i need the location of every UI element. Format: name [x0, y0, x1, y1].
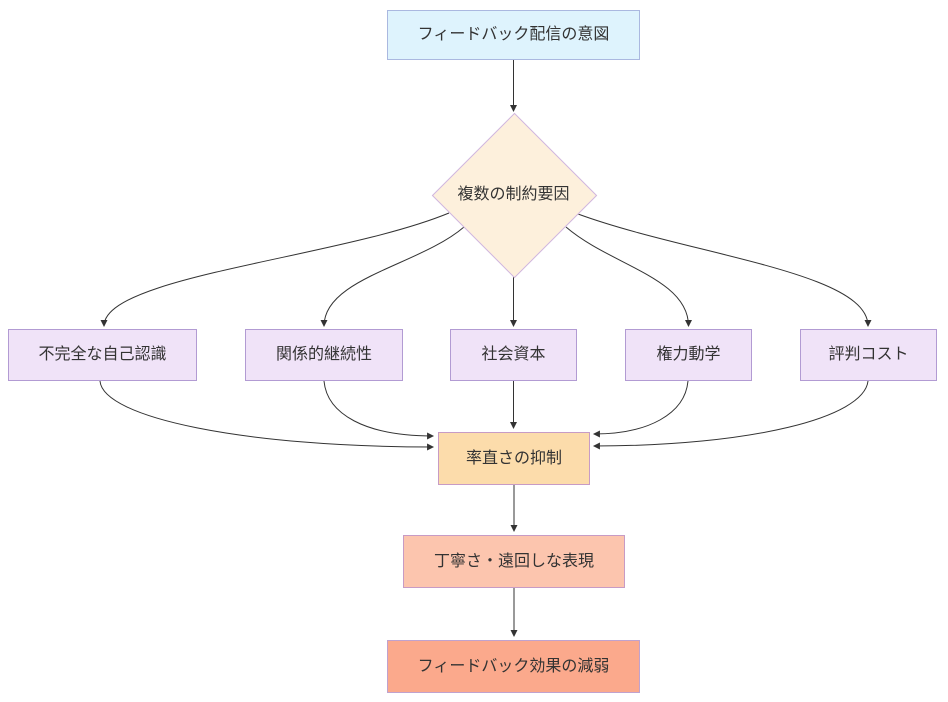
node-self-awareness: 不完全な自己認識: [8, 329, 197, 381]
node-reputation-cost: 評判コスト: [800, 329, 937, 381]
edge-constraints-to-continuity: [320, 226, 465, 328]
node-social-capital: 社会資本: [450, 329, 577, 381]
node-politeness-label: 丁寧さ・遠回しな表現: [433, 552, 594, 570]
edge-reputation-cost-to-suppression: [592, 380, 869, 450]
node-constraints: 複数の制約要因: [413, 185, 614, 205]
node-self-awareness-label: 不完全な自己認識: [38, 346, 167, 363]
edge-power-dynamics-to-suppression: [592, 380, 689, 438]
node-continuity: 関係的継続性: [245, 329, 403, 381]
edge-constraints-to-reputation-cost: [577, 213, 872, 328]
node-feedback-intent-label: フィードバック配信の意図: [417, 26, 610, 43]
edge-self-awareness-to-suppression: [99, 380, 435, 451]
node-power-dynamics: 権力動学: [625, 329, 752, 381]
node-politeness: 丁寧さ・遠回しな表現: [403, 535, 625, 588]
edge-constraints-to-power-dynamics: [565, 226, 692, 328]
node-social-capital-label: 社会資本: [481, 346, 546, 363]
node-attenuation: フィードバック効果の減弱: [387, 640, 640, 693]
node-constraints-label: 複数の制約要因: [457, 186, 570, 203]
edge-constraints-to-self-awareness: [100, 212, 450, 328]
node-suppression: 率直さの抑制: [438, 432, 590, 485]
node-feedback-intent: フィードバック配信の意図: [387, 10, 640, 60]
node-power-dynamics-label: 権力動学: [656, 346, 721, 363]
node-attenuation-label: フィードバック効果の減弱: [417, 657, 610, 675]
node-reputation-cost-label: 評判コスト: [828, 346, 909, 363]
node-suppression-label: 率直さの抑制: [465, 449, 562, 467]
node-continuity-label: 関係的継続性: [275, 346, 372, 363]
edge-continuity-to-suppression: [323, 380, 435, 440]
